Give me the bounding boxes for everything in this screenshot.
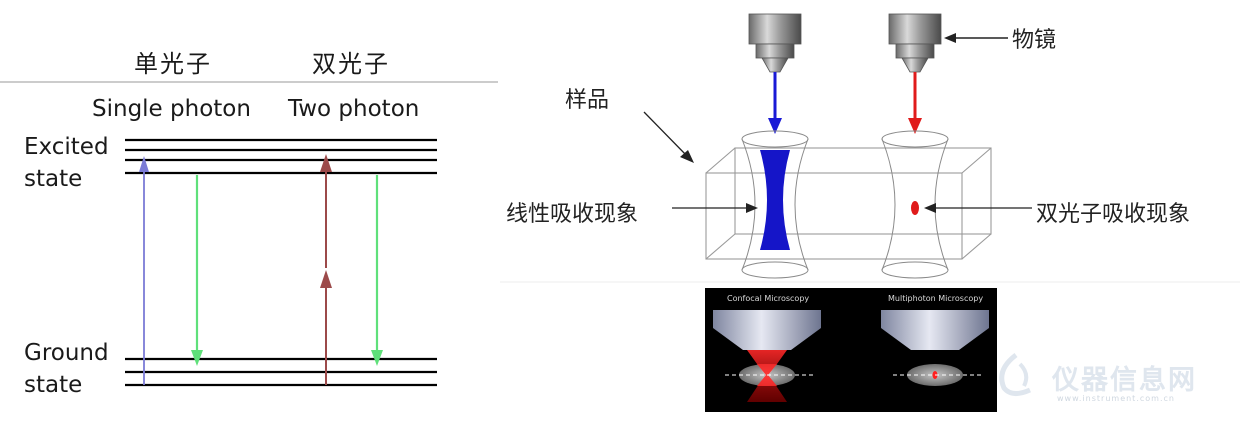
confocal-objective [713,310,821,350]
linear-absorption-label: 线性吸收现象 [506,202,639,227]
multiphoton-objective [881,310,989,350]
two-photon-cn-heading: 双光子 [312,50,390,78]
two-photon-excitation-arrow-upper [320,154,332,268]
ground-state-levels [125,357,437,387]
red-laser-beam [908,72,922,134]
two-photon-absorption-spot [911,201,919,215]
two-photon-emission-arrow [371,175,383,366]
objective-lens-left [748,13,802,73]
single-photon-focus-cone [741,130,809,279]
excited-state-levels [125,138,437,175]
objective-lens-right [888,13,942,73]
sample-cuboid [705,147,992,260]
two-photon-absorption-label: 双光子吸收现象 [1036,202,1191,227]
excited-state-label: Excited state [24,134,109,192]
two-photon-en-heading: Two photon [288,96,420,122]
two-photon-absorption-pointer-arrow [924,203,1032,213]
confocal-title: Confocal Microscopy [727,294,810,303]
comparison-illustration [713,310,989,402]
watermark-brand: 仪器信息网 [1052,365,1197,396]
single-photon-cn-heading: 单光子 [134,50,212,78]
sample-pointer-arrow [643,111,694,163]
blue-laser-beam [768,72,782,134]
watermark-url: www.instrument.com.cn [1057,394,1175,403]
single-photon-en-heading: Single photon [92,96,251,122]
linear-absorption-pointer-arrow [672,203,758,213]
multiphoton-title: Multiphoton Microscopy [888,294,984,303]
objective-pointer-arrow [944,33,1008,43]
single-photon-emission-arrow [191,175,203,366]
linear-absorption-region [760,150,790,250]
ground-state-label: Ground state [24,340,109,398]
sample-label: 样品 [565,88,610,113]
single-photon-excitation-arrow [139,156,149,385]
confocal-vs-multiphoton-panel: Confocal Microscopy Multiphoton Microsco… [705,288,997,412]
objective-label: 物镜 [1012,28,1057,53]
two-photon-excitation-arrow-lower [320,270,332,385]
